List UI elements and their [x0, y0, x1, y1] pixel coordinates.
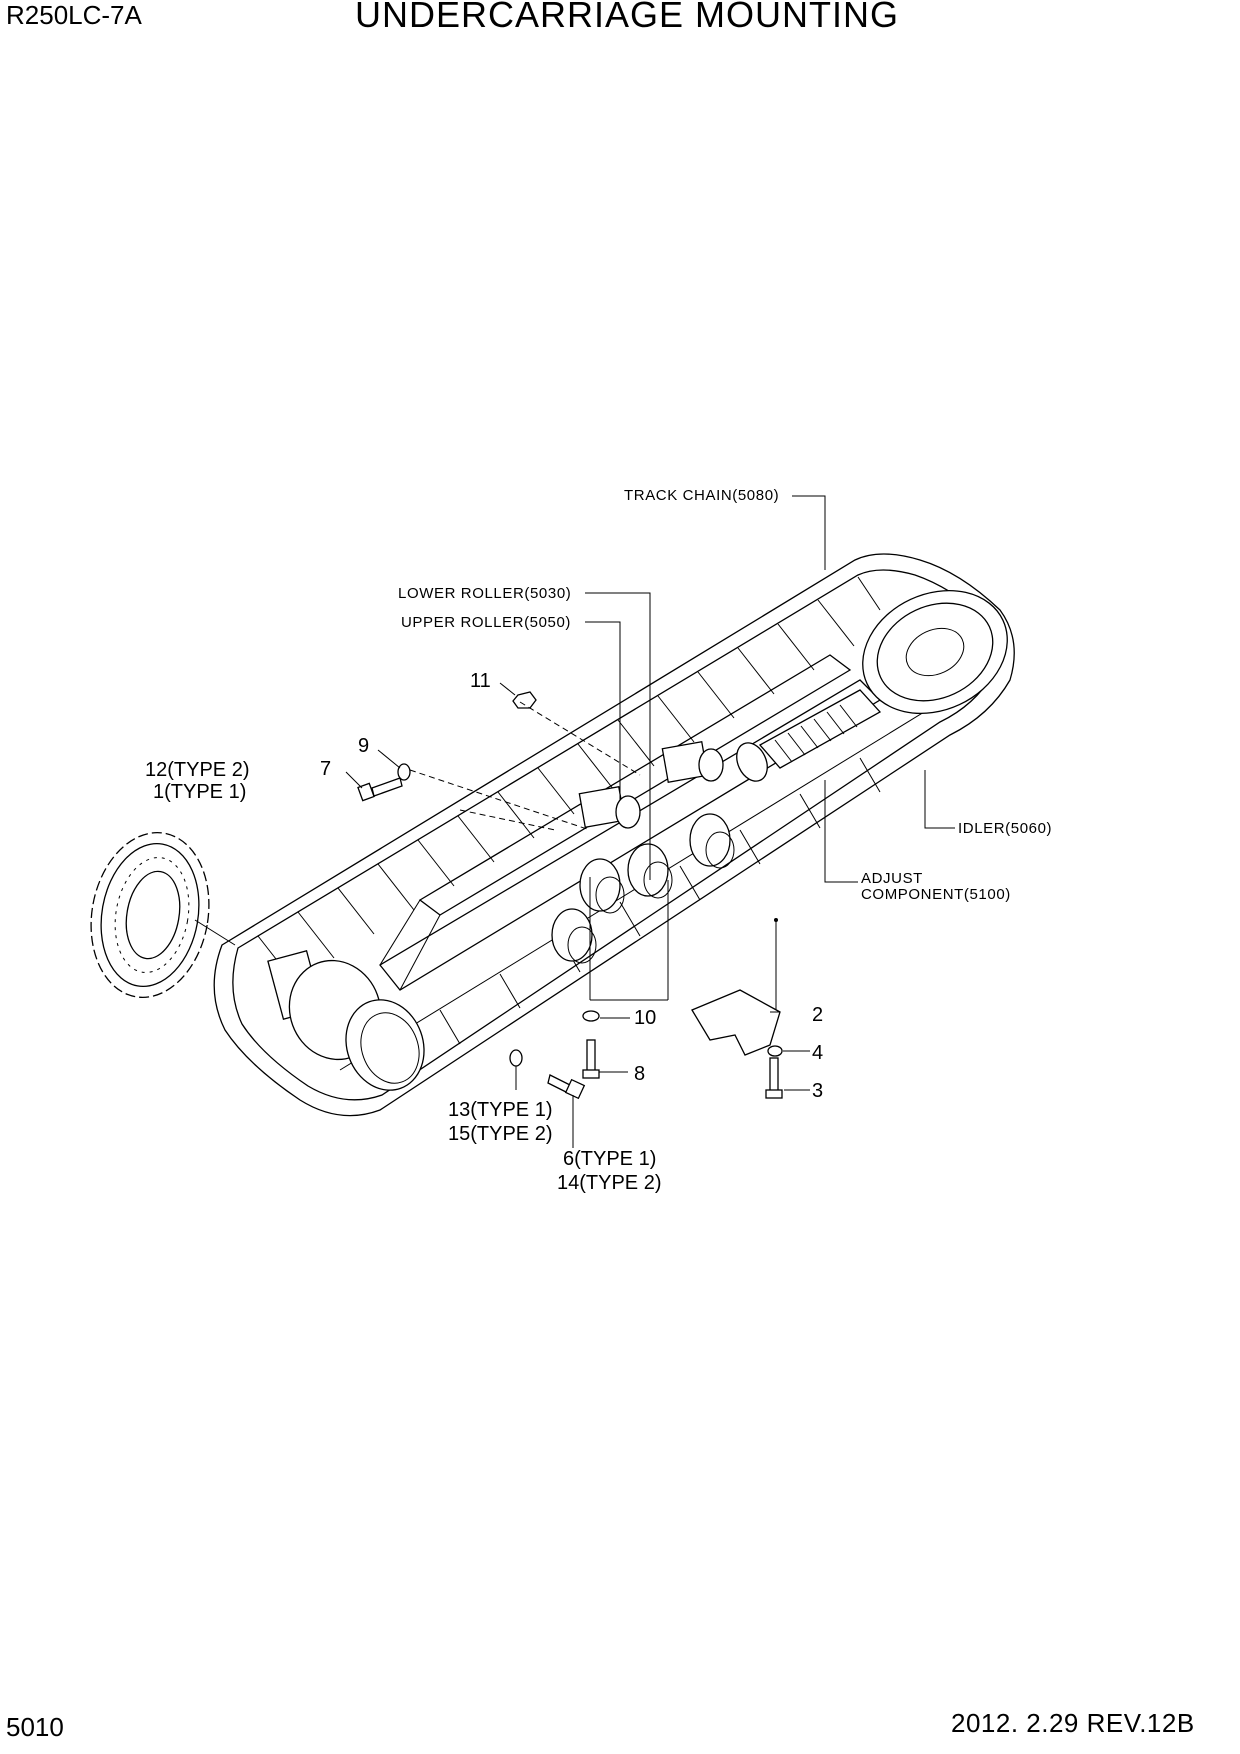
idler — [862, 589, 1008, 715]
label-track-chain: TRACK CHAIN(5080) — [624, 487, 779, 504]
label-part-11: 11 — [470, 670, 491, 692]
model-number: R250LC-7A — [6, 0, 142, 30]
label-adjust-line2: COMPONENT(5100) — [861, 886, 1011, 903]
label-part-10: 10 — [634, 1007, 656, 1029]
label-idler: IDLER(5060) — [958, 820, 1052, 837]
bolt-8 — [582, 1039, 600, 1079]
label-adjust-line1: ADJUST — [861, 870, 923, 887]
bolt-3 — [765, 1057, 783, 1099]
nut-11 — [512, 691, 537, 709]
bolt-7 — [357, 777, 403, 802]
label-part-9: 9 — [358, 735, 369, 757]
page-number: 5010 — [6, 1712, 64, 1742]
bracket-2 — [691, 989, 781, 1056]
upper-roller — [578, 741, 724, 829]
label-upper-roller: UPPER ROLLER(5050) — [401, 614, 571, 631]
bolt-6 — [547, 1074, 586, 1100]
travel-motor — [267, 950, 425, 1091]
sprocket — [90, 831, 210, 999]
washer-13 — [509, 1049, 523, 1067]
label-part-1: 1(TYPE 1) — [153, 781, 246, 803]
label-part-7: 7 — [320, 758, 331, 780]
label-part-8: 8 — [634, 1063, 645, 1085]
leader-lines — [194, 495, 955, 1148]
label-part-14: 14(TYPE 2) — [557, 1172, 661, 1194]
page-title: UNDERCARRIAGE MOUNTING — [355, 0, 900, 35]
label-part-2: 2 — [812, 1004, 823, 1026]
lower-roller — [551, 813, 735, 964]
label-part-15: 15(TYPE 2) — [448, 1123, 552, 1145]
label-part-4: 4 — [812, 1042, 823, 1064]
label-part-13: 13(TYPE 1) — [448, 1099, 552, 1121]
label-part-12: 12(TYPE 2) — [145, 759, 249, 781]
adjust-component — [736, 689, 882, 782]
label-part-3: 3 — [812, 1080, 823, 1102]
label-part-6: 6(TYPE 1) — [563, 1148, 656, 1170]
revision-date: 2012. 2.29 REV.12B — [951, 1708, 1195, 1738]
washer-9 — [397, 763, 411, 781]
washer-4 — [767, 1045, 783, 1057]
label-lower-roller: LOWER ROLLER(5030) — [398, 585, 571, 602]
washer-10 — [582, 1010, 600, 1022]
